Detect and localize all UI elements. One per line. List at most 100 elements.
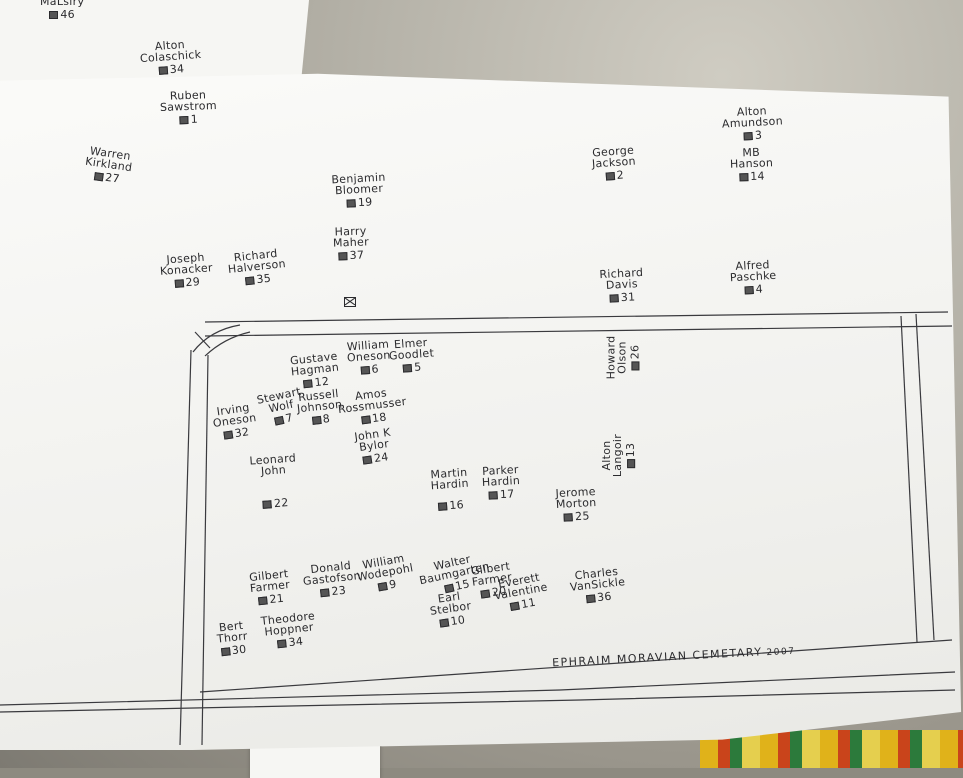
grave-marker-icon — [360, 365, 370, 375]
grave-marker-icon — [509, 601, 521, 611]
grave-marker-icon — [303, 379, 314, 389]
grave-marker-icon — [438, 502, 448, 511]
grave-name: Hardin — [430, 476, 470, 493]
plot-number-text: 9 — [388, 577, 398, 592]
plot-number-text: 19 — [357, 195, 373, 210]
grave-marker-icon — [320, 588, 330, 598]
plot-number-text: 2 — [616, 168, 625, 182]
plot-number-text: 27 — [104, 170, 121, 186]
plot-number-text: 18 — [371, 410, 388, 426]
plot-number-text: 32 — [233, 425, 251, 441]
west-fence-line-1 — [179, 349, 192, 746]
grave-marker-icon — [223, 430, 234, 440]
grave-marker-icon — [403, 363, 413, 373]
corner-curve-1 — [192, 324, 241, 353]
grave-marker-icon — [605, 171, 615, 181]
grave-marker-icon — [609, 294, 619, 303]
grave-marker-icon — [480, 589, 491, 599]
plot-number: 25 — [556, 509, 597, 524]
corner-curve-2 — [204, 331, 251, 357]
grave-marker-icon — [346, 199, 357, 208]
grave-marker-icon — [311, 415, 322, 425]
grave-marker-icon — [360, 415, 371, 425]
east-fence-line-1 — [900, 315, 918, 643]
plot-number-text: 24 — [373, 450, 390, 466]
plot-number: 37 — [333, 248, 369, 263]
grave-marker-icon — [338, 252, 348, 261]
grave-marker-icon — [439, 618, 450, 628]
grave-marker-icon — [93, 172, 104, 182]
plot-number: 14 — [730, 170, 774, 183]
plot-number: 31 — [600, 290, 644, 304]
plot-number-text: 26 — [628, 344, 642, 360]
grave-marker-icon — [277, 639, 288, 649]
grave-marker-icon — [585, 594, 596, 604]
plot-number-text: 35 — [255, 271, 272, 287]
grave-marker-icon — [362, 455, 373, 465]
plot-number: 13 — [624, 434, 637, 477]
grave-marker-icon — [49, 11, 59, 19]
grave-marker-icon — [158, 66, 169, 75]
grave-name: MaLsiry — [40, 0, 85, 8]
grave-name: Davis — [605, 277, 639, 292]
plot-number-text: 37 — [349, 248, 365, 263]
grave-marker-icon — [627, 459, 636, 469]
plot-number: 26 — [628, 336, 642, 380]
plot-number-text: 10 — [449, 613, 466, 629]
grave-name: Amundson — [721, 114, 784, 131]
plot-number-text: 29 — [184, 275, 201, 290]
plot-number-text: 7 — [284, 410, 295, 426]
west-fence-line-2 — [201, 354, 209, 746]
plot-number-text: 46 — [60, 8, 75, 21]
grave-marker-icon — [258, 596, 269, 606]
plot-number-text: 21 — [268, 591, 285, 607]
grave-marker-icon — [488, 491, 499, 500]
plot-number-text: 30 — [231, 642, 248, 658]
grave-name: Sawstrom — [159, 99, 218, 114]
plot-number-text: 17 — [499, 487, 515, 502]
plot-number-text: 5 — [413, 360, 423, 374]
plot-number-text: 8 — [322, 412, 331, 426]
grave-marker-icon — [563, 513, 574, 522]
grave-marker-icon — [631, 361, 640, 371]
plot-number: 30 — [218, 643, 250, 657]
map-year: 2007 — [766, 646, 796, 659]
grave-marker-icon — [743, 131, 754, 141]
grave-name: Goodlet — [388, 346, 435, 363]
grave-name: Jackson — [591, 154, 637, 171]
plot-number-text: 4 — [755, 282, 764, 296]
grave-marker-icon — [744, 285, 754, 295]
north-fence-line-1 — [204, 311, 949, 323]
plot-number-text: 23 — [330, 583, 347, 599]
road-line-1 — [0, 671, 956, 706]
plot-number-text: 25 — [574, 509, 591, 524]
grave-marker-icon — [179, 116, 189, 125]
cemetery-map-sheet — [0, 73, 962, 750]
plot-number-text: 36 — [596, 589, 613, 605]
grave-marker-icon — [220, 647, 231, 657]
plot-number-text: 22 — [273, 496, 290, 511]
grave-name: Konacker — [159, 261, 214, 278]
